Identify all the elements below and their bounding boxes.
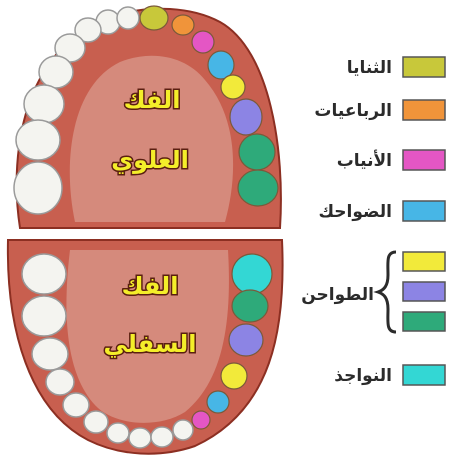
tooth — [14, 162, 62, 214]
lower-jaw-label-line1: الفك — [122, 272, 179, 300]
tooth-lateral — [172, 15, 194, 35]
lower-jaw-label-line2: السفلي — [103, 330, 196, 358]
legend-label-molars: الطواحن — [301, 285, 374, 305]
tooth-premolar — [207, 391, 229, 413]
tooth — [22, 254, 66, 294]
tooth-molar-1 — [230, 99, 262, 135]
legend-swatch-molars-purple — [403, 282, 445, 301]
tooth — [22, 296, 66, 336]
legend-swatch-laterals — [403, 100, 445, 120]
legend-label-laterals: الرباعيات — [314, 101, 392, 121]
legend-swatch-incisors — [403, 57, 445, 77]
legend-swatch-canines — [403, 150, 445, 170]
legend-label-premolars: الضواحك — [318, 202, 392, 222]
legend-swatch-molars-green — [403, 312, 445, 331]
legend-label-incisors: الثنايا — [347, 58, 392, 78]
tooth-premolar-2 — [221, 363, 247, 389]
upper-jaw-label-line1: الفك — [124, 86, 181, 114]
legend-swatch-premolars — [403, 201, 445, 221]
legend-brace — [378, 252, 396, 332]
lower-jaw: الفك السفلي — [8, 240, 283, 454]
tooth — [129, 428, 151, 448]
tooth — [107, 423, 129, 443]
legend-swatch-molars-yellow — [403, 252, 445, 271]
tooth-incisor — [140, 6, 168, 30]
tooth — [46, 369, 74, 395]
upper-jaw: الفك العلوي — [14, 6, 281, 228]
tooth — [63, 393, 89, 417]
tooth-canine — [192, 411, 210, 429]
tooth — [84, 411, 108, 433]
tooth-molar-1 — [229, 324, 263, 356]
legend-label-canines: الأنياب — [337, 150, 392, 171]
tooth-wisdom — [238, 170, 278, 206]
tooth — [16, 120, 60, 160]
tooth-wisdom — [232, 254, 272, 294]
tooth — [32, 338, 68, 370]
legend-label-wisdom: النواجذ — [334, 366, 392, 386]
tooth — [24, 85, 64, 123]
tooth — [39, 56, 73, 88]
upper-jaw-label-line2: العلوي — [111, 146, 189, 174]
legend-swatch-wisdom — [403, 365, 445, 385]
tooth-molar-2 — [232, 290, 268, 322]
tooth-molar-2 — [239, 134, 275, 170]
tooth — [151, 427, 173, 447]
tooth-premolar-2 — [221, 75, 245, 99]
tooth — [173, 420, 193, 440]
tooth-canine — [192, 31, 214, 53]
legend: الثنايا الرباعيات الأنياب الضواحك الطواح… — [301, 57, 445, 386]
tooth — [117, 7, 139, 29]
